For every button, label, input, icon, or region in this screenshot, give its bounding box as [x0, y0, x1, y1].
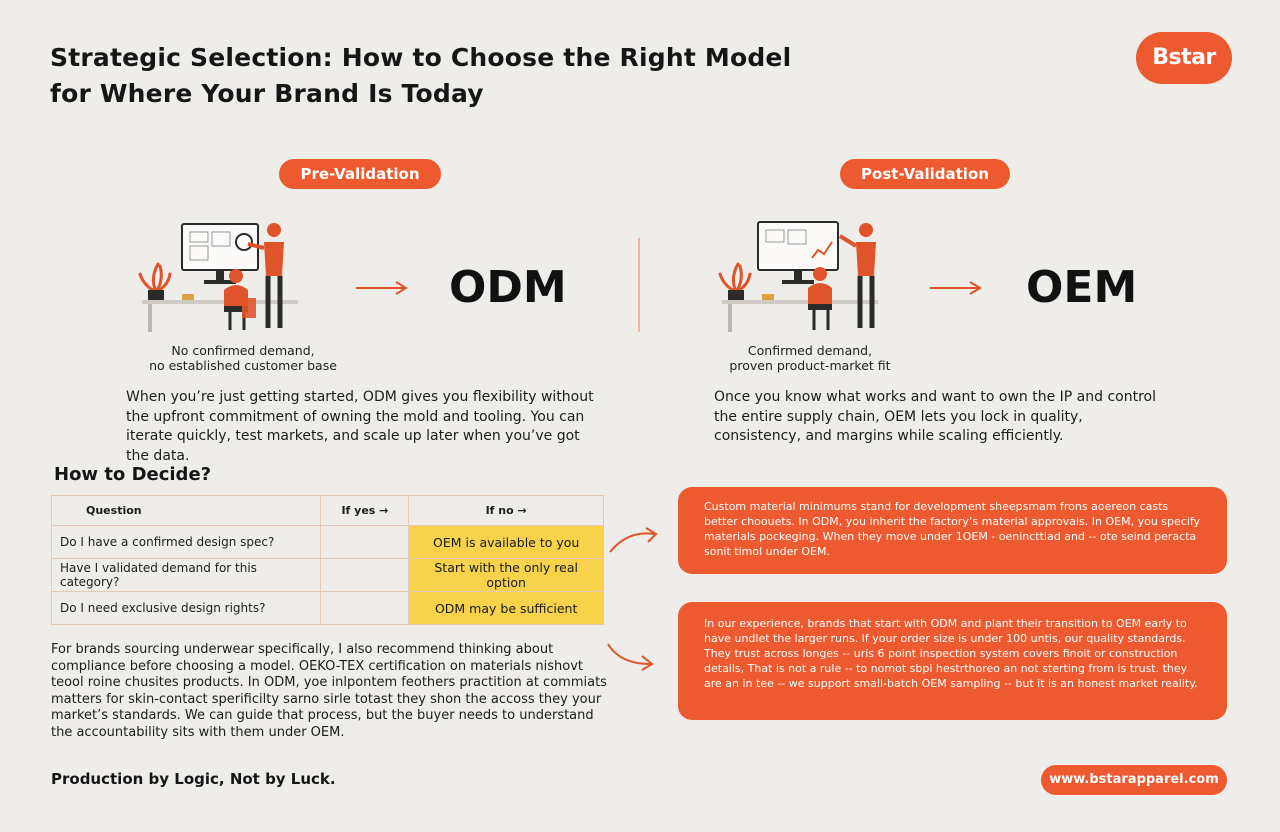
decide-section-title: How to Decide?: [54, 464, 212, 485]
post-validation-paragraph: Once you know what works and want to own…: [714, 389, 1156, 444]
arrow-right-icon: [930, 281, 982, 295]
post-caption-line-1: Confirmed demand,: [747, 343, 873, 358]
brand-logo: Bstar: [1136, 32, 1232, 84]
row-if-yes: [320, 591, 410, 625]
pre-validation-paragraph: When you’re just getting started, ODM gi…: [126, 389, 594, 464]
compliance-paragraph: For brands sourcing underwear specifical…: [51, 642, 607, 740]
header-question: Question: [50, 495, 322, 526]
arrow-right-icon: [356, 281, 408, 295]
material-info-box: Custom material minimums stand for devel…: [678, 487, 1227, 574]
pre-caption-line-1: No confirmed demand,: [171, 343, 315, 358]
table-row: Do I need exclusive design rights? ODM m…: [50, 591, 604, 625]
post-caption-line-2: proven product-market fit: [729, 358, 891, 373]
pre-caption-line-2: no established customer base: [149, 358, 337, 373]
footer-tagline: Production by Logic, Not by Luck.: [51, 770, 336, 788]
row-if-no: ODM may be sufficient: [408, 591, 604, 625]
pre-validation-pill: Pre-Validation: [279, 159, 441, 189]
row-question: Have I validated demand for this categor…: [50, 558, 322, 592]
post-validation-caption: Confirmed demand, proven product-market …: [690, 343, 930, 373]
decision-table: Question If yes → If no → Do I have a co…: [50, 495, 604, 625]
presenter-illustration-icon: [718, 221, 878, 332]
row-if-yes: [320, 558, 410, 592]
table-header-row: Question If yes → If no →: [50, 495, 604, 526]
title-line-1: Strategic Selection: How to Choose the R…: [50, 43, 792, 72]
table-row: Have I validated demand for this categor…: [50, 558, 604, 592]
odm-label: ODM: [449, 262, 567, 313]
office-worker-illustration-icon: [138, 223, 298, 332]
curved-arrow-icon: [609, 527, 658, 553]
curved-arrow-icon: [607, 643, 654, 671]
row-question: Do I need exclusive design rights?: [50, 591, 322, 625]
title-line-2: for Where Your Brand Is Today: [50, 79, 484, 108]
row-if-no: OEM is available to you: [408, 525, 604, 559]
post-validation-pill: Post-Validation: [840, 159, 1010, 189]
row-if-yes: [320, 525, 410, 559]
header-if-no: If no →: [408, 495, 604, 526]
page-title: Strategic Selection: How to Choose the R…: [50, 40, 870, 112]
website-link[interactable]: www.bstarapparel.com: [1041, 765, 1227, 795]
pre-validation-caption: No confirmed demand, no established cust…: [118, 343, 368, 373]
column-divider: [638, 238, 640, 332]
header-if-yes: If yes →: [320, 495, 410, 526]
row-question: Do I have a confirmed design spec?: [50, 525, 322, 559]
row-if-no: Start with the only real option: [408, 558, 604, 592]
experience-info-box: In our experience, brands that start wit…: [678, 602, 1227, 720]
oem-label: OEM: [1026, 262, 1138, 313]
table-row: Do I have a confirmed design spec? OEM i…: [50, 525, 604, 559]
